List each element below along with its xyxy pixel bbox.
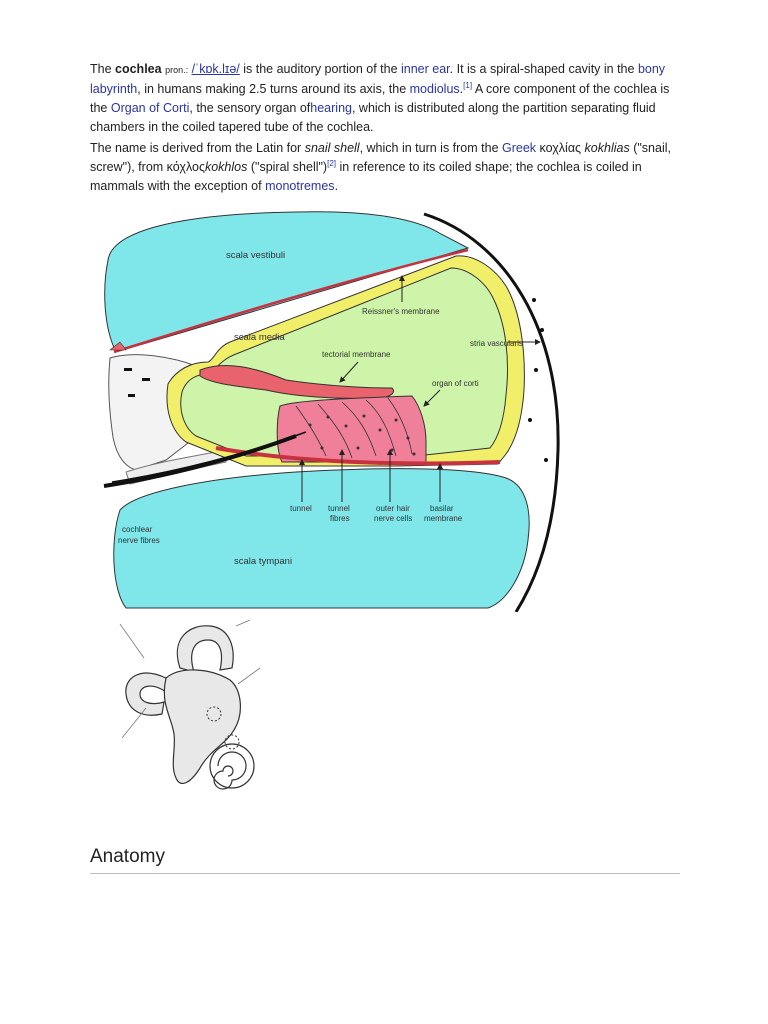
label-basilar-1: basilar [430, 504, 454, 513]
label-scala-tympani: scala tympani [234, 556, 292, 567]
cochlea-cross-section-figure[interactable]: scala vestibuli scala media scala tympan… [96, 210, 586, 612]
greek-word: κοχλίας [536, 141, 585, 155]
label-organ-of-corti: organ of corti [432, 379, 479, 388]
cochlea-diagram: scala vestibuli scala media scala tympan… [96, 210, 586, 612]
link-inner-ear[interactable]: inner ear [401, 62, 450, 76]
link-monotremes[interactable]: monotremes [265, 179, 334, 193]
pronunciation-label: pron.: [165, 65, 188, 75]
label-scala-media: scala media [234, 332, 285, 343]
label-outer-hair-2: nerve cells [374, 514, 412, 523]
label-tunnel: tunnel [290, 504, 312, 513]
text: The name is derived from the Latin for [90, 141, 305, 155]
text: , in humans making 2.5 turns around its … [137, 82, 409, 96]
kokhlias-term: kokhlias [585, 141, 630, 155]
link-greek[interactable]: Greek [502, 141, 536, 155]
greek-word: κόχλος [167, 160, 205, 174]
intro-paragraph: The cochlea pron.: /ˈkɒk.lɪə/ is the aud… [90, 60, 680, 137]
text: . [335, 179, 338, 193]
link-modiolus[interactable]: modiolus [410, 82, 460, 96]
ipa-link[interactable]: /ˈkɒk.lɪə/ [192, 62, 240, 76]
reference-1[interactable]: [1] [463, 81, 472, 90]
superior-canal [177, 626, 233, 672]
bony-labyrinth-figure[interactable] [110, 618, 270, 798]
label-basilar-2: membrane [424, 514, 463, 523]
posterior-canal [126, 673, 166, 715]
label-tunnel-fibres-2: fibres [330, 514, 350, 523]
labyrinth-diagram [110, 618, 270, 798]
organ-of-corti-shape [277, 396, 426, 462]
label-cochlear-nerve-1: cochlear [122, 525, 153, 534]
text: , which in turn is from the [360, 141, 502, 155]
kokhlos-term: kokhlos [205, 160, 247, 174]
text: is the auditory portion of the [240, 62, 401, 76]
reference-2[interactable]: [2] [327, 159, 336, 168]
text: The [90, 62, 115, 76]
heading-divider [90, 873, 680, 874]
label-reissners-membrane: Reissner's membrane [362, 307, 440, 316]
label-scala-vestibuli: scala vestibuli [226, 250, 285, 261]
link-organ-of-corti[interactable]: Organ of Corti [111, 101, 190, 115]
text: . It is a spiral-shaped cavity in the [450, 62, 638, 76]
link-hearing[interactable]: hearing [310, 101, 352, 115]
label-outer-hair-1: outer hair [376, 504, 410, 513]
label-tectorial-membrane: tectorial membrane [322, 350, 391, 359]
section-heading-anatomy: Anatomy [90, 846, 165, 868]
scala-tympani-region [114, 469, 529, 608]
label-cochlear-nerve-2: nerve fibres [118, 536, 160, 545]
label-stria-vascularis: stria vascularis [470, 339, 523, 348]
text: , the sensory organ of [189, 101, 310, 115]
etymology-paragraph: The name is derived from the Latin for s… [90, 139, 680, 196]
text: ("spiral shell") [247, 160, 327, 174]
term-cochlea: cochlea [115, 62, 162, 76]
label-tunnel-fibres-1: tunnel [328, 504, 350, 513]
snail-shell-term: snail shell [305, 141, 360, 155]
